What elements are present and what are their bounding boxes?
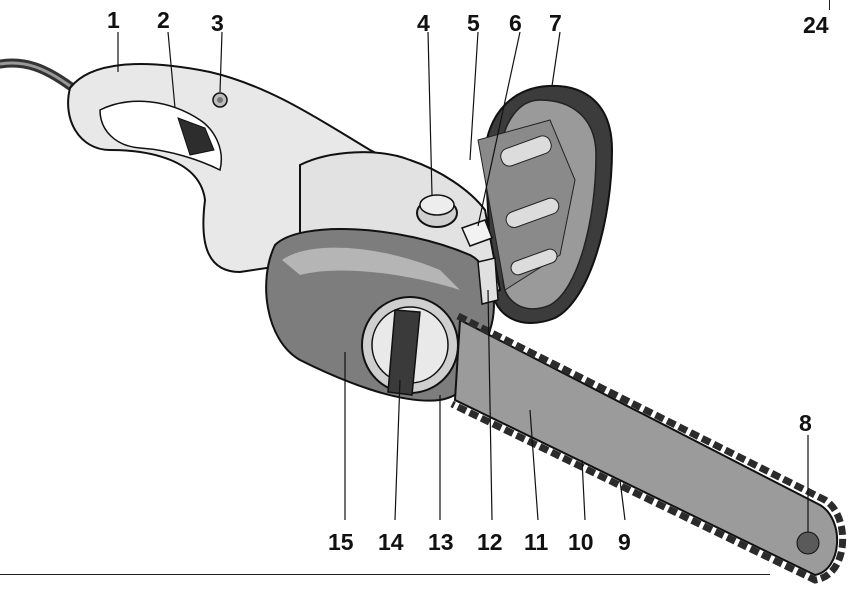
guide-bar	[453, 318, 839, 577]
callout-13: 13	[428, 529, 454, 555]
chain-catcher	[477, 257, 499, 305]
callout-11: 11	[524, 529, 549, 555]
callout-12: 12	[477, 529, 503, 555]
saw-chain	[450, 312, 847, 584]
bottom-rule	[0, 574, 770, 575]
callout-9: 9	[618, 529, 631, 555]
callout-1: 1	[107, 7, 120, 33]
callout-5: 5	[467, 10, 480, 36]
callout-7: 7	[549, 10, 562, 36]
callout-10: 10	[568, 529, 594, 555]
oil-tank-cap	[460, 219, 493, 247]
callout-2: 2	[157, 7, 170, 33]
callout-4: 4	[417, 10, 430, 36]
callout-8: 8	[799, 410, 812, 436]
leader-lines	[117, 31, 809, 532]
guide-bar-nose-sprocket	[796, 531, 820, 555]
on-off-switch	[177, 117, 215, 156]
callout-14: 14	[378, 529, 404, 555]
callout-6: 6	[509, 10, 522, 36]
callout-3: 3	[211, 10, 224, 36]
fastening-knob	[387, 309, 421, 396]
callout-15: 15	[328, 529, 354, 555]
top-right-tick	[829, 0, 830, 10]
callout-24: 24	[803, 12, 829, 38]
